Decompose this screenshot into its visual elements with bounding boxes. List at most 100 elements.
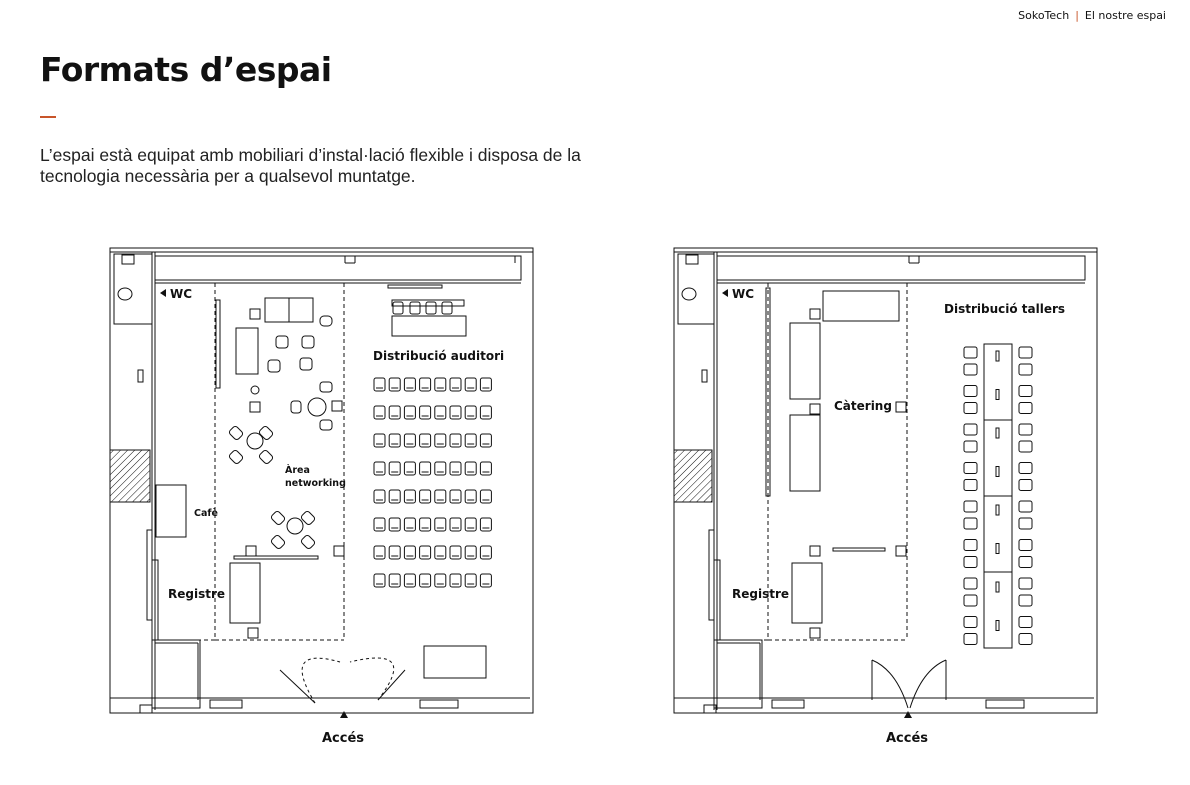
seat (419, 489, 432, 504)
chair (1018, 517, 1033, 530)
chair (1018, 556, 1033, 568)
chair (963, 517, 978, 530)
table-marker (995, 581, 1000, 593)
cabinet (423, 645, 487, 679)
chair (963, 616, 978, 628)
chair (963, 440, 978, 453)
seat (388, 517, 401, 532)
brand-name: SokoTech (1018, 9, 1070, 22)
intro-line-2: tecnologia necessària per a qualsevol mu… (40, 166, 416, 186)
floor-plan-tallers: WC Càtering Registre Distribució tallers… (673, 247, 1098, 746)
seat (434, 573, 447, 588)
seat (449, 433, 462, 448)
chair (1018, 577, 1033, 590)
seat (464, 489, 477, 504)
table-marker (995, 389, 1000, 400)
workshop-table (983, 419, 1013, 497)
floor-plan-auditori: WC Cafè Àrea net (109, 247, 534, 746)
chair (963, 633, 978, 645)
table-marker (995, 504, 1000, 516)
seat (403, 433, 416, 448)
chair (1018, 440, 1033, 453)
seat (434, 377, 447, 392)
chair (1018, 363, 1033, 376)
seat (434, 461, 447, 476)
workshop-table (983, 343, 1013, 421)
area-label: Àrea (285, 464, 310, 476)
seat (479, 489, 492, 504)
seat (434, 489, 447, 504)
registre-label: Registre (732, 587, 789, 601)
seat (373, 377, 386, 392)
table-marker (995, 466, 1000, 477)
chair (1018, 633, 1033, 645)
seat (479, 433, 492, 448)
seat (373, 433, 386, 448)
seat (419, 433, 432, 448)
seat (388, 489, 401, 504)
seat (479, 545, 492, 560)
seat (434, 517, 447, 532)
table-marker (995, 543, 1000, 554)
seat (464, 377, 477, 392)
seat (479, 573, 492, 588)
acces-label: Accés (886, 731, 928, 746)
catering-label: Càtering (834, 399, 892, 413)
seat (449, 573, 462, 588)
header-brand: SokoTech|El nostre espai (1018, 9, 1166, 22)
seat (434, 433, 447, 448)
seat (419, 377, 432, 392)
seat (464, 517, 477, 532)
wc-label: WC (170, 287, 192, 301)
seat (373, 405, 386, 420)
accent-divider (40, 116, 56, 118)
chair (963, 346, 978, 359)
chair (1018, 346, 1033, 359)
chair (1018, 462, 1033, 474)
access-arrow-icon (904, 711, 912, 718)
chair (963, 363, 978, 376)
seat (373, 573, 386, 588)
cafe-label: Cafè (194, 508, 218, 519)
acces-label: Accés (322, 731, 364, 746)
seat (419, 573, 432, 588)
chair (963, 577, 978, 590)
chair (963, 479, 978, 491)
seat (419, 545, 432, 560)
networking-label: networking (285, 478, 346, 489)
catering-furniture (765, 287, 907, 639)
walls (673, 247, 1098, 714)
distribution-label: Distribució tallers (944, 302, 1065, 316)
workshop-tables (963, 343, 1033, 649)
seat (464, 545, 477, 560)
chair (1018, 479, 1033, 491)
seat (449, 405, 462, 420)
intro-line-1: L’espai està equipat amb mobiliari d’ins… (40, 145, 581, 165)
seat (403, 489, 416, 504)
seat (388, 377, 401, 392)
networking-furniture (155, 297, 345, 639)
seat (403, 573, 416, 588)
chair (1018, 385, 1033, 397)
seat (449, 377, 462, 392)
seat (479, 377, 492, 392)
chair (963, 594, 978, 607)
page-title: Formats d’espai (40, 50, 332, 89)
wc-label: WC (732, 287, 754, 301)
seat (419, 405, 432, 420)
table-marker (995, 427, 1000, 439)
walls (109, 247, 534, 714)
chair (1018, 402, 1033, 414)
seat (479, 517, 492, 532)
toilet-icon (117, 287, 133, 301)
chair (963, 500, 978, 513)
seat (403, 405, 416, 420)
seat (373, 517, 386, 532)
seat (373, 489, 386, 504)
chair (963, 385, 978, 397)
chair (963, 539, 978, 551)
seat (434, 405, 447, 420)
hatched-structure (109, 449, 151, 503)
distribution-label: Distribució auditori (373, 349, 504, 363)
seat (388, 405, 401, 420)
